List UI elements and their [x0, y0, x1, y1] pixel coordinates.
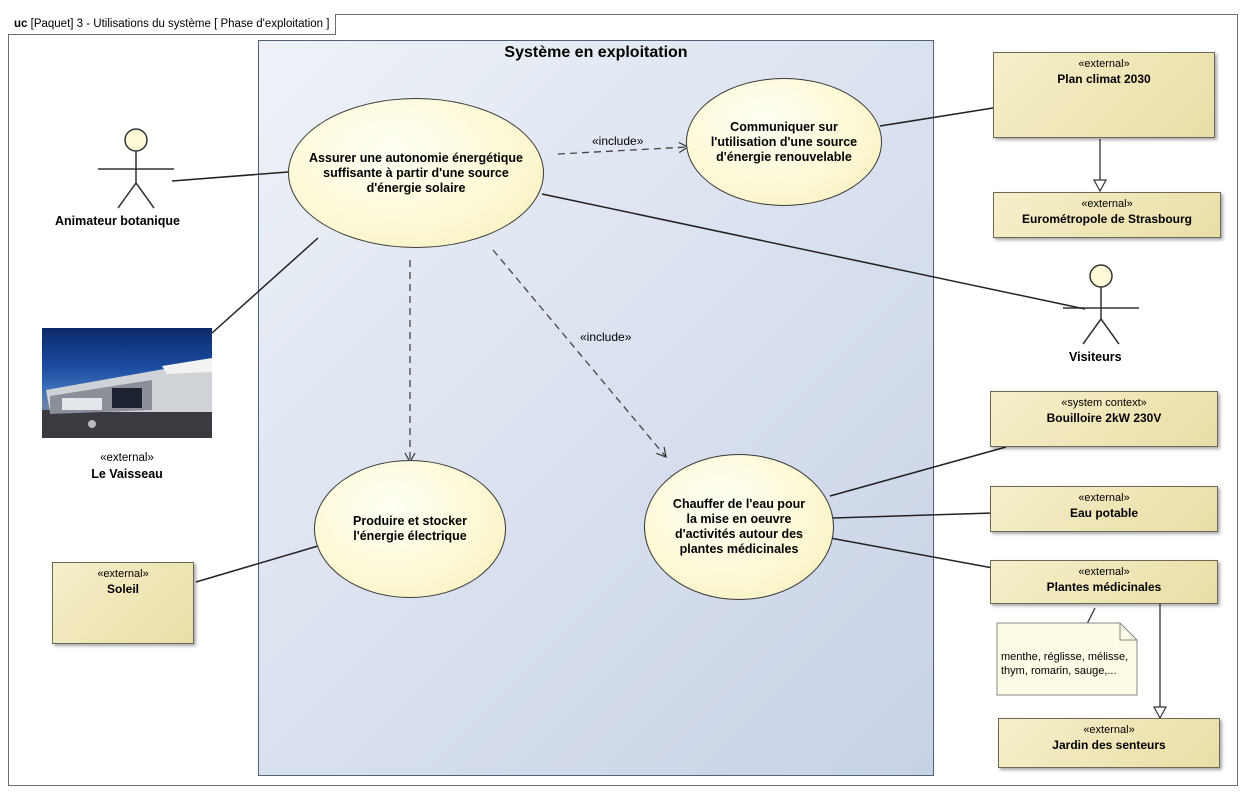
- block-name: Eau potable: [1069, 506, 1138, 520]
- assoc-chauffer-bouilloire[interactable]: [829, 446, 1007, 497]
- block-name: Plan climat 2030: [1057, 72, 1151, 86]
- block-name: Plantes médicinales: [1046, 580, 1162, 594]
- system-title: Système en exploitation: [504, 44, 688, 61]
- block-bouilloire[interactable]: «system context» Bouilloire 2kW 230V: [990, 391, 1218, 447]
- include-label-chauffer: «include»: [580, 330, 632, 344]
- block-eau-potable[interactable]: «external» Eau potable: [990, 486, 1218, 532]
- usecase-chauffer-label: Chauffer de l'eau pour la mise en oeuvre…: [672, 497, 806, 556]
- usecase-communiquer[interactable]: Communiquer sur l'utilisation d'une sour…: [686, 78, 882, 206]
- actor-leg-right: [1100, 318, 1120, 345]
- block-name: Jardin des senteurs: [1052, 738, 1166, 752]
- vaisseau-stereotype: «external»: [100, 452, 154, 464]
- actor-animateur-label: Animateur botanique: [55, 214, 181, 228]
- include-label-communiquer: «include»: [592, 134, 644, 148]
- block-jardin[interactable]: «external» Jardin des senteurs: [998, 718, 1220, 768]
- assoc-soleil-produire[interactable]: [195, 545, 319, 583]
- usecase-produire[interactable]: Produire et stocker l'énergie électrique: [314, 460, 506, 598]
- frame-name: [Paquet] 3 - Utilisations du système: [30, 18, 211, 30]
- usecase-chauffer[interactable]: Chauffer de l'eau pour la mise en oeuvre…: [644, 454, 834, 600]
- block-stereotype: «system context»: [1061, 397, 1147, 409]
- block-name: Soleil: [106, 582, 139, 596]
- block-name: Bouilloire 2kW 230V: [1046, 411, 1162, 425]
- vaisseau-photo[interactable]: [42, 328, 212, 438]
- block-plan-climat[interactable]: «external» Plan climat 2030: [993, 52, 1215, 138]
- note-shape[interactable]: [996, 622, 1138, 696]
- actor-head: [1089, 264, 1113, 288]
- actor-visiteurs[interactable]: [1061, 264, 1141, 348]
- include-communiquer[interactable]: [557, 141, 690, 155]
- usecase-autonomie-label: Assurer une autonomie énergétique suffis…: [309, 150, 523, 195]
- actor-leg-left: [117, 182, 137, 209]
- usecase-autonomie[interactable]: Assurer une autonomie énergétique suffis…: [288, 98, 544, 248]
- actor-head: [124, 128, 148, 152]
- actor-leg-right: [135, 182, 155, 209]
- block-stereotype: «external»: [1081, 198, 1133, 210]
- assoc-autonomie-visiteurs[interactable]: [541, 193, 1086, 310]
- block-stereotype: «external»: [1083, 724, 1135, 736]
- usecase-produire-label: Produire et stocker l'énergie électrique: [353, 514, 467, 543]
- frame-kind: uc: [14, 18, 28, 30]
- assoc-chauffer-eau[interactable]: [832, 512, 994, 519]
- block-stereotype: «external»: [1078, 566, 1130, 578]
- frame-header: uc [Paquet] 3 - Utilisations du système …: [8, 14, 337, 35]
- note-anchor[interactable]: [1086, 607, 1096, 625]
- note-text: menthe, réglisse, mélisse, thym, romarin…: [1001, 651, 1129, 677]
- block-stereotype: «external»: [97, 568, 149, 580]
- vaisseau-building-illustration: [42, 358, 212, 438]
- frame-context: [ Phase d'exploitation ]: [214, 18, 330, 30]
- block-stereotype: «external»: [1078, 58, 1130, 70]
- include-chauffer[interactable]: [492, 249, 667, 458]
- block-name: Eurométropole de Strasbourg: [1021, 212, 1193, 226]
- actor-leg-left: [1082, 318, 1102, 345]
- assoc-chauffer-plantes[interactable]: [829, 537, 994, 569]
- vaisseau-name: Le Vaisseau: [91, 467, 163, 481]
- actor-animateur[interactable]: [96, 128, 176, 212]
- block-plantes[interactable]: «external» Plantes médicinales: [990, 560, 1218, 604]
- block-eurometropole[interactable]: «external» Eurométropole de Strasbourg: [993, 192, 1221, 238]
- assoc-vaisseau-autonomie[interactable]: [211, 237, 319, 334]
- assoc-communiquer-plan[interactable]: [879, 107, 994, 127]
- block-soleil[interactable]: «external» Soleil: [52, 562, 194, 644]
- block-stereotype: «external»: [1078, 492, 1130, 504]
- assoc-animateur-autonomie[interactable]: [171, 171, 289, 182]
- usecase-communiquer-label: Communiquer sur l'utilisation d'une sour…: [710, 119, 858, 164]
- actor-visiteurs-label: Visiteurs: [1069, 350, 1122, 364]
